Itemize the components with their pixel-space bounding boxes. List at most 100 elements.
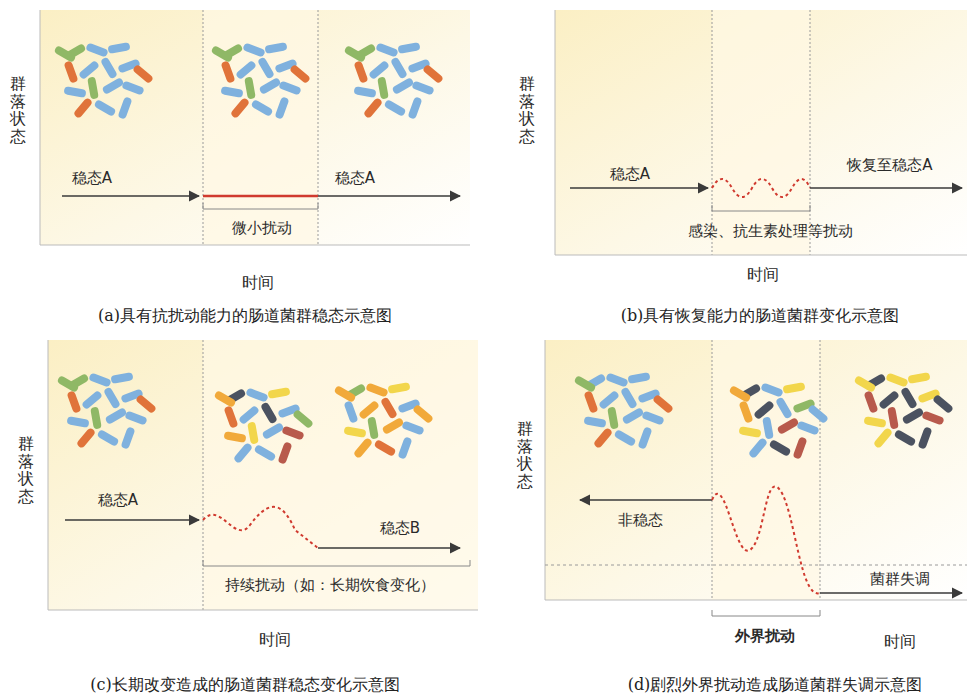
bacterium — [223, 431, 246, 443]
bacterium — [261, 422, 284, 440]
bacterium — [100, 56, 118, 79]
bacterium — [135, 394, 157, 414]
bacterium — [244, 76, 256, 99]
axis-label: 时间 — [884, 632, 916, 651]
bacterium — [583, 416, 606, 428]
bacterium — [358, 400, 380, 420]
bacterium — [901, 407, 924, 425]
bacterium — [383, 99, 406, 117]
bacterium — [873, 427, 893, 449]
axis-label: 时间 — [242, 273, 274, 292]
caption: (d)剧烈外界扰动造成肠道菌群失调示意图 — [628, 675, 923, 694]
bacterium — [103, 386, 121, 409]
bacterium — [132, 64, 154, 84]
bacterium — [120, 426, 135, 449]
bacterium — [87, 76, 99, 99]
bacterium — [885, 372, 908, 387]
axis-label: 群落状态 — [18, 435, 34, 505]
bacterium — [107, 42, 130, 54]
bacterium — [245, 387, 268, 402]
bacterium — [66, 416, 89, 428]
bacterium — [762, 416, 774, 439]
bacterium — [422, 64, 444, 84]
bacterium — [257, 56, 275, 79]
bacterium — [367, 416, 379, 439]
bacterium — [863, 390, 878, 413]
bacterium — [893, 429, 916, 447]
bacterium — [90, 406, 102, 429]
axis-label: 群落状态 — [10, 75, 26, 145]
state-label: 菌群失调 — [870, 570, 930, 588]
bacterium — [110, 372, 133, 384]
bacterium — [412, 404, 434, 424]
bacterium — [63, 86, 86, 98]
bacterium — [264, 42, 287, 54]
bacterium — [776, 417, 799, 435]
bacterium — [917, 426, 932, 449]
bacterium — [387, 382, 410, 394]
bacterium — [728, 385, 751, 403]
state-label: 恢复至稳态A — [847, 156, 932, 174]
bacterium — [220, 60, 235, 83]
bacterium — [223, 405, 238, 428]
axis-label: 时间 — [259, 630, 291, 649]
state-label: 稳态A — [72, 169, 112, 187]
bacterium — [381, 417, 404, 435]
axis-label: 群落状态 — [519, 75, 535, 145]
bacterium — [117, 96, 132, 119]
caption: (b)具有恢复能力的肠道菌群变化示意图 — [621, 306, 900, 325]
bacterium — [887, 406, 899, 429]
bacterium — [250, 99, 273, 117]
bacterium — [281, 425, 304, 440]
axis-label: 群落状态 — [517, 420, 533, 490]
bacterium — [907, 372, 930, 384]
bacterium — [101, 77, 124, 95]
bacterium — [274, 96, 289, 119]
bacterium — [753, 400, 775, 420]
bacterium — [792, 436, 807, 459]
bacterium — [863, 416, 886, 428]
bacterium — [738, 400, 753, 423]
bacterium — [853, 375, 876, 393]
bacterium — [748, 437, 768, 459]
bacterium — [343, 426, 366, 438]
bacterium — [353, 60, 368, 83]
bacterium — [583, 390, 598, 413]
caption: (c)长期改变造成的肠道菌群稳态变化示意图 — [90, 675, 399, 694]
bacterium — [292, 409, 314, 429]
bacterium — [78, 60, 100, 80]
bacterium — [238, 405, 260, 425]
bacterium — [637, 426, 652, 449]
bacterium — [607, 406, 619, 429]
bacterium — [220, 86, 243, 98]
bacterium — [598, 390, 620, 410]
state-label: 非稳态 — [618, 511, 663, 529]
bacterium — [93, 99, 116, 117]
bacterium — [53, 45, 76, 63]
bacterium — [278, 80, 301, 95]
bacterium — [121, 80, 144, 95]
bacterium — [627, 372, 650, 384]
state-label: 稳态A — [98, 491, 138, 509]
bacterium — [573, 375, 596, 393]
bacterium — [380, 396, 398, 419]
bacterium — [258, 77, 281, 95]
bacterium — [397, 42, 420, 54]
bacterium — [775, 396, 793, 419]
bacterium — [56, 375, 79, 393]
state-label: 稳态A — [335, 169, 375, 187]
bacterium — [253, 444, 276, 462]
bacterium — [63, 60, 78, 83]
bacterium — [81, 390, 103, 410]
bacterium — [391, 77, 414, 95]
caption: (a)具有抗扰动能力的肠道菌群稳态示意图 — [98, 306, 392, 325]
bacterium — [353, 86, 376, 98]
bacterium — [768, 439, 791, 457]
bacterium — [641, 410, 664, 425]
bacterium — [343, 45, 366, 63]
bacterium — [73, 97, 93, 119]
figure-panel: 群落状态稳态A恢复至稳态A感染、抗生素处理等扰动时间(b)具有恢复能力的肠道菌群… — [490, 0, 969, 330]
figure-panel: 群落状态稳态A稳态A微小扰动时间(a)具有抗扰动能力的肠道菌群稳态示意图 — [0, 0, 490, 330]
axis-label: 时间 — [747, 265, 779, 284]
